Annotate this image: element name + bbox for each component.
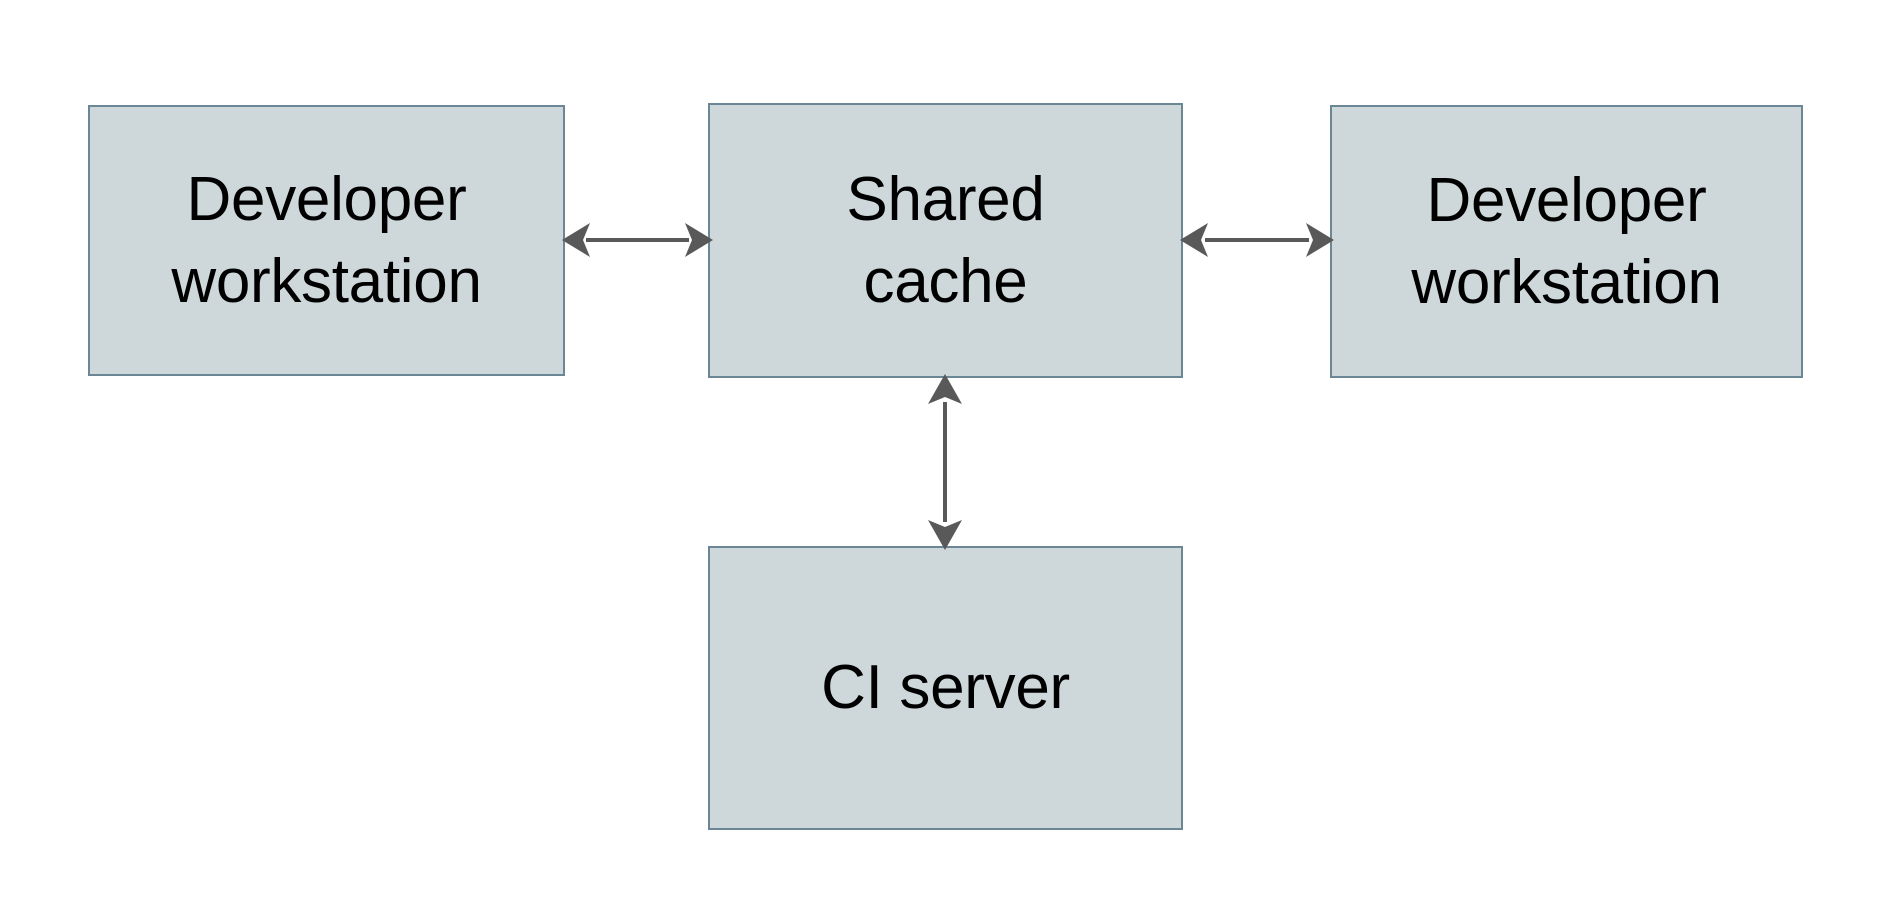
node-label: Developer workstation bbox=[1411, 165, 1722, 317]
node-shared-cache[interactable]: Shared cache bbox=[708, 103, 1183, 378]
node-developer-workstation-right[interactable]: Developer workstation bbox=[1330, 105, 1803, 378]
connector-workstation-to-cache bbox=[562, 223, 713, 257]
double-arrow-icon bbox=[1180, 223, 1334, 257]
node-label: Developer workstation bbox=[171, 164, 482, 316]
double-arrow-icon bbox=[928, 374, 962, 550]
connector-cache-to-workstation bbox=[1180, 223, 1334, 257]
node-label: Shared cache bbox=[846, 164, 1045, 316]
connector-cache-to-ci-server bbox=[928, 374, 962, 550]
node-ci-server[interactable]: CI server bbox=[708, 546, 1183, 830]
double-arrow-icon bbox=[562, 223, 713, 257]
node-label: CI server bbox=[821, 653, 1070, 723]
node-developer-workstation-left[interactable]: Developer workstation bbox=[88, 105, 565, 376]
